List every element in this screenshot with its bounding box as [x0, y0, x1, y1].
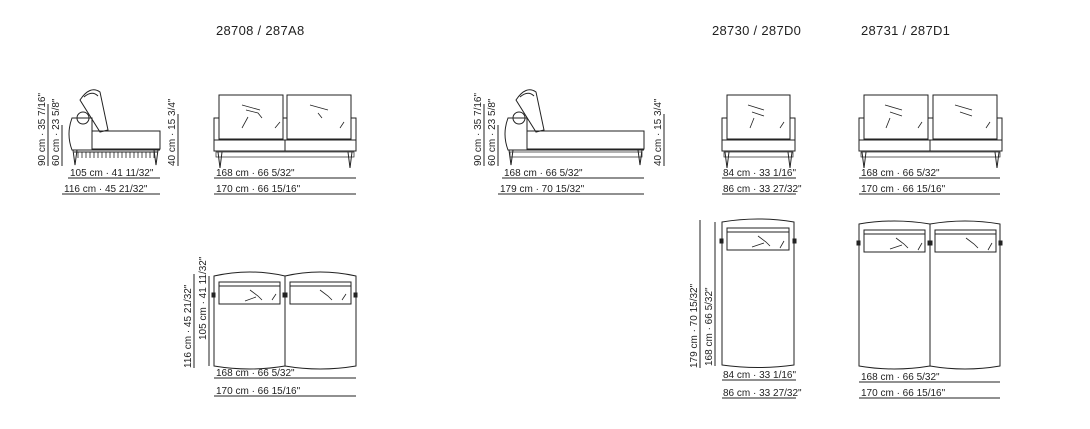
single-top-width-86: 86 cm · 33 27/32" [723, 388, 802, 399]
side-view-chaise [483, 89, 665, 195]
front-view-28708 [213, 94, 357, 195]
double-front-width-168: 168 cm · 66 5/32" [861, 168, 940, 179]
model-code-28708: 28708 / 287A8 [216, 23, 305, 38]
double-top-width-170: 170 cm · 66 15/16" [861, 388, 946, 399]
single-front-width-86: 86 cm · 33 27/32" [723, 184, 802, 195]
top-width-168: 168 cm · 66 5/32" [216, 368, 295, 379]
front-width-168: 168 cm · 66 5/32" [216, 168, 295, 179]
chaise-seat-height-40: 40 cm · 15 3/4" [653, 98, 664, 166]
single-top-width-84: 84 cm · 33 1/16" [723, 370, 796, 381]
double-top-width-168: 168 cm · 66 5/32" [861, 372, 940, 383]
front-view-28731 [858, 94, 1003, 195]
double-front-width-170: 170 cm · 66 15/16" [861, 184, 946, 195]
chaise-depth-179: 179 cm · 70 15/32" [500, 184, 585, 195]
top-view-28731 [856, 220, 1003, 399]
side-seat-height-40: 40 cm · 15 3/4" [167, 98, 178, 166]
side-view-28708 [47, 89, 179, 195]
top-view-28730 [699, 218, 797, 399]
single-top-depth-168: 168 cm · 66 5/32" [704, 287, 715, 366]
single-top-depth-179: 179 cm · 70 15/32" [689, 283, 700, 368]
chaise-height-60: 60 cm · 23 5/8" [487, 98, 498, 166]
top-view-28708 [193, 271, 358, 397]
top-depth-105: 105 cm · 41 11/32" [198, 256, 209, 340]
front-view-28730 [721, 94, 796, 195]
top-width-170: 170 cm · 66 15/16" [216, 386, 301, 397]
chaise-depth-168: 168 cm · 66 5/32" [504, 168, 583, 179]
side-height-90: 90 cm · 35 7/16" [37, 93, 48, 166]
chaise-height-90: 90 cm · 35 7/16" [473, 93, 484, 166]
single-front-width-84: 84 cm · 33 1/16" [723, 168, 796, 179]
side-depth-105: 105 cm · 41 11/32" [70, 168, 154, 179]
front-width-170: 170 cm · 66 15/16" [216, 184, 301, 195]
side-height-60: 60 cm · 23 5/8" [51, 98, 62, 166]
side-depth-116: 116 cm · 45 21/32" [64, 184, 148, 195]
model-code-28731: 28731 / 287D1 [861, 23, 951, 38]
top-depth-116: 116 cm · 45 21/32" [183, 284, 194, 368]
model-code-28730: 28730 / 287D0 [712, 23, 802, 38]
